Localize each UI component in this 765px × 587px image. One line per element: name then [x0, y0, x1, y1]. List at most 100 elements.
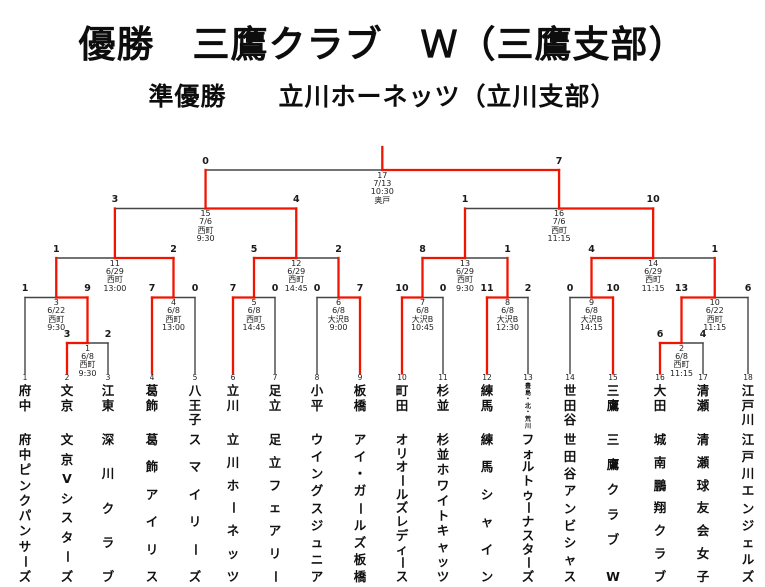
- match-score: 0: [439, 283, 447, 294]
- team-region: 大田: [653, 383, 667, 413]
- team-number: 8: [314, 373, 320, 382]
- match-score: 1: [461, 194, 469, 205]
- match-score: 6: [656, 328, 664, 340]
- match-score: 6: [744, 283, 752, 294]
- team-club-name: 杉並ホワイトキャッツ: [436, 432, 450, 584]
- match-score: 0: [202, 155, 209, 167]
- team-club-name: 府中ピンクパンサーズ: [17, 432, 33, 584]
- match-score: 8: [419, 243, 426, 255]
- team-number: 12: [482, 373, 492, 382]
- match-score: 0: [271, 283, 279, 294]
- team-number: 11: [438, 373, 448, 382]
- match-score: 1: [21, 283, 29, 294]
- runner-up-title: 準優勝 立川ホーネッツ（立川支部）: [148, 81, 617, 111]
- team-number: 5: [192, 373, 198, 382]
- team-number: 7: [272, 373, 278, 382]
- match-score: 0: [191, 283, 199, 294]
- team-region: 文京: [60, 383, 74, 413]
- match-score: 11: [480, 283, 494, 294]
- team-club-name: 清瀬球友会女子: [696, 432, 710, 584]
- team-region: 清瀬: [696, 383, 710, 413]
- team-region: 府中: [18, 383, 32, 413]
- team-region: 江戸川: [741, 383, 755, 427]
- team-club-name: 世田谷アンビシャス: [563, 432, 577, 584]
- title-block: 優勝 三鷹クラブ Ｗ（三鷹支部） 準優勝 立川ホーネッツ（立川支部）: [0, 0, 765, 113]
- match-score: 2: [335, 243, 342, 255]
- champion-title: 優勝 三鷹クラブ Ｗ（三鷹支部）: [78, 23, 687, 66]
- match-score: 2: [524, 283, 532, 294]
- team-number: 15: [608, 373, 618, 382]
- team-club-name: スマイリーズ: [187, 432, 203, 584]
- team-number: 10: [397, 373, 407, 382]
- team-region: 板橋: [353, 383, 367, 413]
- match-score: 7: [229, 283, 237, 294]
- match-score: 1: [52, 243, 60, 255]
- team-number: 3: [105, 373, 111, 382]
- match-score: 10: [606, 283, 620, 294]
- team-number: 1: [22, 373, 28, 382]
- match-score: 2: [104, 328, 112, 340]
- team-number: 4: [149, 373, 155, 382]
- team-club-name: 城南鵬翔クラブ: [653, 432, 667, 584]
- team-club-name: アイ・ガールズ板橋: [352, 432, 368, 584]
- team-club-name: オリオールズレディース: [394, 432, 410, 584]
- team-region: 練馬: [480, 383, 494, 413]
- team-club-name: 足立フェアリー: [267, 432, 283, 583]
- team-number: 2: [64, 373, 70, 382]
- match-score: 3: [111, 194, 119, 205]
- team-region: 小平: [310, 383, 324, 413]
- team-club-name: 葛飾アイリス: [145, 432, 159, 584]
- match-score: 0: [566, 283, 574, 294]
- match-score: 4: [292, 194, 300, 205]
- team-number: 6: [230, 373, 236, 382]
- match-score: 2: [170, 243, 177, 255]
- match-score: 4: [699, 328, 707, 340]
- team-club-name: 練馬シャイン: [480, 432, 494, 584]
- match-score: 10: [646, 194, 660, 205]
- team-region: 豊島・北・荒川: [524, 383, 532, 430]
- match-score: 5: [250, 243, 258, 255]
- match-score: 4: [588, 243, 595, 255]
- team-club-name: フォルトゥーナスターズ: [520, 432, 536, 584]
- team-number: 17: [698, 373, 708, 382]
- team-region: 杉並: [436, 383, 450, 413]
- team-region: 八王子: [188, 383, 202, 427]
- team-region: 葛飾: [145, 383, 159, 413]
- team-region: 江東: [101, 383, 115, 413]
- team-number: 18: [743, 373, 753, 382]
- match-score: 9: [84, 283, 91, 294]
- team-club-name: 深川クラブ: [101, 432, 115, 584]
- team-region: 立川: [226, 383, 240, 413]
- team-region: 三鷹: [606, 383, 620, 413]
